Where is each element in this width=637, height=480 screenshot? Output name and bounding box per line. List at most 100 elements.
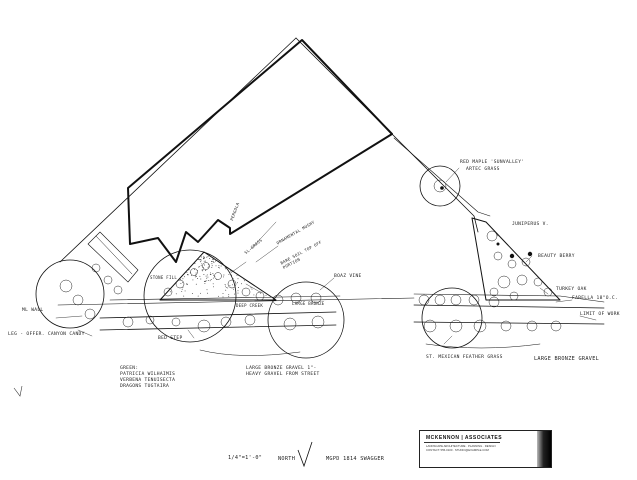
- gravel-dot: [187, 274, 189, 275]
- gravel-dot: [195, 275, 197, 277]
- gravel-dot: [236, 274, 238, 276]
- gravel-dot: [232, 278, 234, 280]
- gravel-dot: [205, 280, 207, 282]
- gravel-dot: [199, 261, 201, 263]
- designer-note: MGPD 1814 SWAGGER: [326, 456, 385, 462]
- gravel-dot: [215, 259, 216, 261]
- gravel-dot: [198, 266, 200, 268]
- gravel-dot: [187, 283, 188, 285]
- scale-mark-icon: [13, 385, 23, 397]
- label-limit-of-work: LIMIT OF WORK: [580, 312, 620, 317]
- gravel-dot: [253, 294, 255, 296]
- gravel-dot: [203, 260, 205, 262]
- shrub: [516, 274, 528, 286]
- label-turkey-oak: TURKEY OAK: [556, 287, 587, 292]
- shrub: [533, 277, 543, 287]
- gravel-dot: [213, 262, 215, 263]
- label-green-3: DRAGONS TUGTAIRA: [120, 384, 170, 389]
- gravel-dot: [223, 274, 225, 276]
- gravel-dot: [198, 265, 200, 267]
- shrub: [449, 319, 463, 333]
- shrub: [272, 294, 284, 306]
- shrub: [497, 275, 511, 289]
- label-beauty-berry: BEAUTY BERRY: [538, 254, 575, 259]
- gravel-dot: [200, 278, 202, 280]
- gravel-dot: [186, 283, 188, 285]
- label-large-bronze: LARGE BRONZE GRAVEL: [534, 356, 600, 362]
- gravel-dot: [230, 270, 232, 272]
- shrub: [103, 275, 113, 285]
- gravel-dot: [238, 275, 240, 277]
- gravel-dot: [224, 284, 226, 286]
- gravel-dot: [201, 269, 203, 271]
- title-block-gradient: [537, 431, 551, 467]
- gravel-dot: [207, 263, 209, 265]
- gravel-dot: [211, 267, 213, 269]
- gravel-dot: [228, 273, 230, 275]
- gravel-dot: [229, 285, 231, 287]
- label-green: GREEN:: [120, 366, 139, 371]
- gravel-dot: [212, 277, 214, 279]
- gravel-dot: [213, 258, 215, 260]
- label-red-maple: RED MAPLE 'SUNVALLEY': [460, 160, 525, 165]
- gravel-dot: [182, 286, 184, 288]
- gravel-dot: [224, 285, 226, 287]
- gravel-dot: [191, 293, 193, 295]
- label-deep-creek: DEEP CREEK: [236, 303, 264, 308]
- shrub: [543, 287, 553, 297]
- tree-canopy-west: [35, 259, 105, 329]
- shrub: [310, 292, 322, 304]
- gravel-dot: [183, 295, 185, 297]
- label-artec-grass: ARTEC GRASS: [466, 167, 500, 172]
- shrub: [290, 292, 302, 304]
- gravel-dot: [222, 293, 224, 295]
- scale-note: 1/4"=1'-0": [228, 455, 263, 461]
- gravel-dot: [225, 286, 227, 288]
- gravel-dot: [243, 278, 245, 280]
- tree-canopy-east: [267, 281, 345, 359]
- firm-contact: CONTACT: 555-0100 · STUDIO@EXAMPLE.COM: [426, 448, 489, 452]
- gravel-dot: [218, 265, 220, 267]
- gravel-dot: [195, 283, 197, 285]
- gravel-dot: [203, 257, 205, 258]
- gravel-dot: [222, 296, 224, 298]
- label-juniperus: JUNIPERUS V.: [512, 222, 549, 227]
- shrub: [473, 319, 487, 333]
- gravel-dot: [175, 293, 177, 295]
- gravel-dot: [197, 278, 199, 279]
- gravel-dot: [203, 257, 205, 259]
- gravel-dot: [203, 274, 205, 275]
- gravel-dot: [183, 276, 185, 278]
- gravel-dot: [206, 289, 208, 291]
- gravel-dot: [207, 280, 209, 282]
- gravel-dot: [208, 265, 210, 267]
- label-mexican-feather: ST. MEXICAN FEATHER GRASS: [426, 355, 503, 360]
- label-large-bronze-note: LARGE BRONZE GRAVEL 1"- HEAVY GRAVEL FRO…: [246, 366, 320, 377]
- gravel-dot: [209, 280, 211, 282]
- gravel-walk-east: [413, 304, 605, 325]
- shrub: [197, 319, 211, 333]
- shrub: [500, 320, 512, 332]
- gravel-dot: [186, 271, 188, 273]
- gravel-dot: [169, 291, 171, 293]
- label-ml-wall: ML WALL: [22, 308, 44, 313]
- shrub: [84, 308, 96, 320]
- label-boaz-vine: BOAZ VINE: [334, 274, 362, 279]
- gravel-dot: [214, 276, 216, 278]
- shrub-dark: [509, 253, 515, 259]
- tree-canopy-south-east: [421, 287, 483, 349]
- gravel-dot: [214, 260, 216, 262]
- gravel-dot: [211, 263, 213, 265]
- house-footprint: [127, 39, 393, 263]
- label-green-2: VERBENA TENUISECTA: [120, 378, 176, 383]
- property-line-north-east: [295, 37, 479, 233]
- shrub: [486, 230, 498, 242]
- shrub: [283, 317, 297, 331]
- shrub: [227, 279, 237, 289]
- gravel-dot: [215, 265, 217, 267]
- gravel-dot: [195, 272, 197, 274]
- gravel-dot: [206, 277, 208, 279]
- shrub: [488, 296, 500, 308]
- gravel-dot: [207, 255, 209, 257]
- gravel-dot: [260, 292, 262, 294]
